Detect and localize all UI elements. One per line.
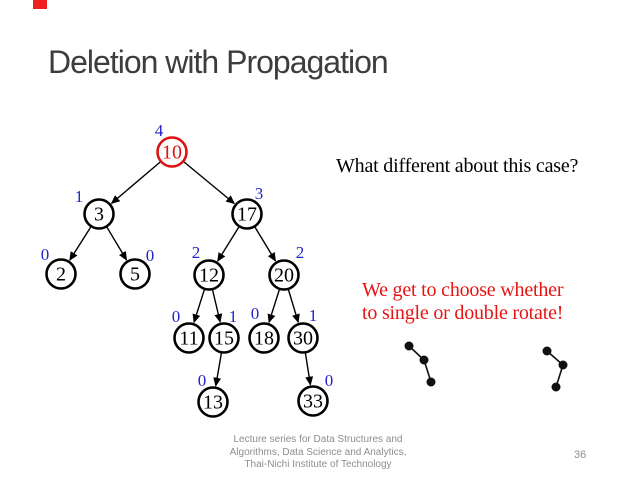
footer-line-3: Thai-Nichi Institute of Technology [244,459,392,471]
node-value-15: 15 [214,328,234,350]
node-value-17: 17 [237,204,257,226]
node-value-3: 3 [94,204,104,226]
tree-node-17: 173 [231,184,264,230]
node-value-20: 20 [274,265,294,287]
tree-node-20: 202 [268,243,305,291]
height-label-10: 4 [155,121,164,140]
double-rotate-motif [542,346,568,392]
footer-line-2: Algorithms, Data Science and Analytics, [229,446,407,458]
node-value-10: 10 [162,142,182,164]
tree-edge-17-12 [217,225,240,262]
tree-node-2: 20 [41,245,77,290]
tree-node-10: 104 [155,121,188,168]
height-label-13: 0 [198,371,207,390]
tree-node-12: 122 [192,243,225,291]
page-number: 36 [574,449,587,461]
height-label-17: 3 [255,184,264,203]
tree-edge-20-18 [267,288,281,324]
tree-edge-10-17 [182,160,236,205]
tree-edge-15-13 [213,352,223,387]
rotation-note: We get to choose whether to single or do… [362,279,563,325]
tree-edge-17-20 [253,226,277,262]
node-value-5: 5 [130,264,140,286]
node-value-18: 18 [254,328,274,350]
height-label-3: 1 [75,187,84,206]
height-label-15: 1 [229,307,238,326]
node-value-13: 13 [203,392,223,414]
tree-node-33: 330 [297,371,334,417]
tree-edge-3-5 [105,226,128,261]
height-label-5: 0 [146,246,155,265]
single-rotate-motif [404,341,436,387]
question-text: What different about this case? [336,155,579,177]
rotation-note-line-2: to single or double rotate! [362,302,564,324]
tree-node-30: 301 [287,306,319,354]
node-value-11: 11 [179,328,198,350]
node-value-12: 12 [199,265,219,287]
red-marker [33,0,47,9]
node-value-30: 30 [293,328,313,350]
tree-node-5: 50 [119,246,155,290]
tree-edge-10-3 [110,160,162,204]
height-label-20: 2 [296,243,305,262]
tree-edge-3-2 [69,225,92,261]
tree-node-3: 31 [75,187,115,230]
tree-node-18: 180 [248,304,280,354]
height-label-33: 0 [325,371,334,390]
height-label-11: 0 [172,307,181,326]
node-value-33: 33 [303,391,323,413]
tree-edge-20-30 [287,288,300,324]
slide-title: Deletion with Propagation [48,44,389,80]
height-label-18: 0 [251,304,260,323]
tree-node-15: 151 [208,307,240,354]
rotation-note-line-1: We get to choose whether [362,279,564,301]
tree-edge-12-11 [192,288,206,324]
tree-node-13: 130 [197,371,229,418]
footer-text: Lecture series for Data Structures and A… [168,434,468,472]
tree-edge-12-15 [211,288,223,323]
footer-line-1: Lecture series for Data Structures and [233,434,403,445]
tree-node-11: 110 [172,307,205,354]
node-value-2: 2 [56,264,66,286]
tree-edge-30-33 [304,352,314,386]
height-label-2: 0 [41,245,50,264]
height-label-12: 2 [192,243,201,262]
height-label-30: 1 [309,306,318,325]
